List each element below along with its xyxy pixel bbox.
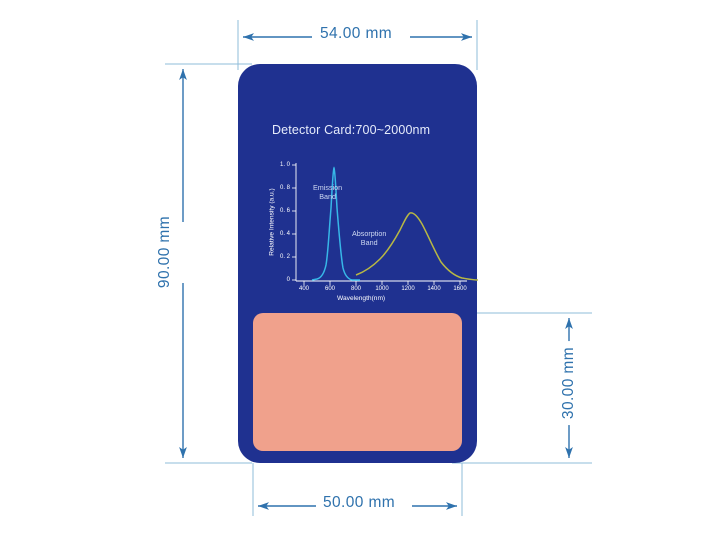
detector-pad: [253, 313, 462, 451]
chart-y-tick-0: 0: [286, 277, 290, 283]
chart-y-tick-0.2: 0. 2: [279, 254, 290, 260]
absorption-band-annotation: Absorption Band: [352, 229, 386, 247]
emission-band-curve: [311, 166, 360, 281]
emission-band-line1: Emission: [313, 183, 343, 192]
chart-x-axis-title: Wavelength(nm): [337, 295, 386, 302]
chart-x-tick-1000: 1000: [375, 286, 389, 292]
dimension-label-height-left: 90.00 mm: [156, 209, 174, 295]
chart-y-tick-0.6: 0. 6: [279, 208, 290, 214]
dimension-label-height-right: 30.00 mm: [560, 340, 578, 426]
chart-x-tick-800: 800: [350, 286, 362, 292]
chart-x-tick-400: 400: [298, 286, 310, 292]
dimension-lines: [179, 33, 573, 510]
absorption-band-line1: Absorption: [352, 229, 387, 238]
dimension-label-width-bottom: 50.00 mm: [318, 494, 401, 512]
chart-x-tick-1600: 1600: [453, 286, 467, 292]
emission-band-line2: Band: [319, 192, 336, 201]
chart-x-tick-1400: 1400: [427, 286, 441, 292]
dimension-label-width-top: 54.00 mm: [315, 25, 398, 43]
chart-x-tick-1200: 1200: [401, 286, 415, 292]
spectrum-chart: [292, 163, 479, 285]
chart-x-ticks: [303, 281, 461, 285]
chart-y-ticks: [292, 164, 296, 281]
card-title-text: Detector Card:700~2000nm: [272, 123, 431, 137]
absorption-band-line2: Band: [360, 238, 378, 247]
chart-axes: [295, 163, 467, 282]
emission-band-annotation: Emission Band: [313, 183, 342, 201]
absorption-band-curve: [355, 212, 479, 281]
chart-y-tick-1.0: 1. 0: [279, 162, 290, 168]
chart-y-axis-title: Relative Intensity (a.u.): [268, 188, 276, 256]
chart-y-tick-0.8: 0. 8: [279, 185, 290, 191]
detector-card: [238, 64, 477, 463]
chart-x-tick-600: 600: [324, 286, 336, 292]
chart-y-tick-0.4: 0. 4: [279, 231, 290, 237]
